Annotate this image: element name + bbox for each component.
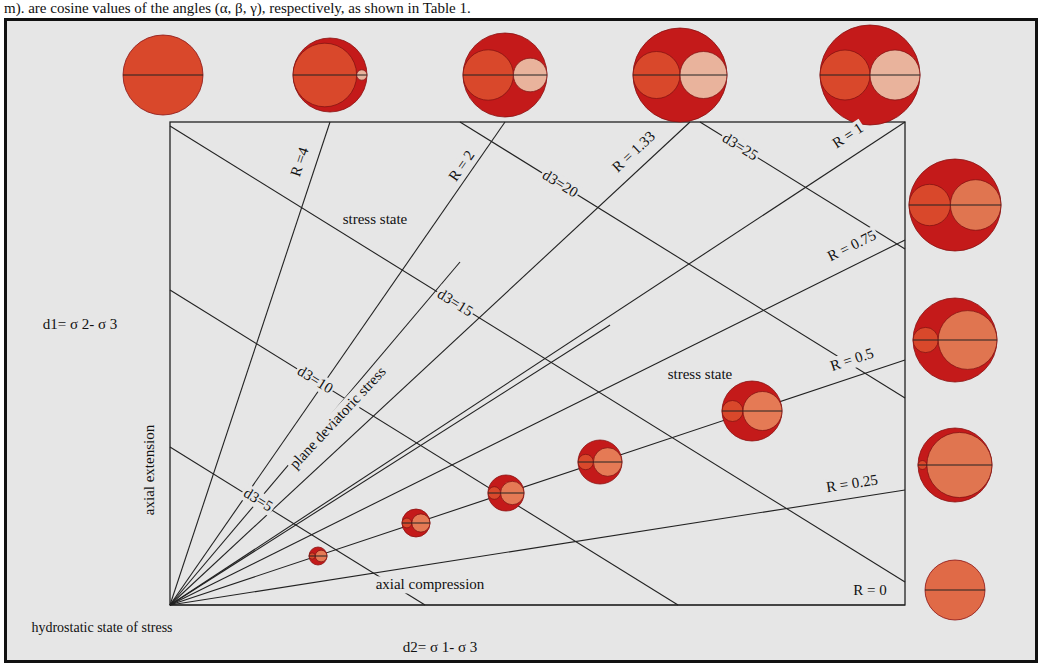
stress-ratio-line xyxy=(170,122,905,605)
axis-label: d1= σ 2- σ 3 xyxy=(41,316,120,333)
region-label: stress state xyxy=(666,366,735,383)
stress-ratio-line xyxy=(170,122,505,605)
stress-ratio-line xyxy=(170,240,905,605)
caption-fragment: m). are cosine values of the angles (α, … xyxy=(2,0,473,17)
stress-ratio-line xyxy=(170,490,905,605)
deviatoric-iso-line xyxy=(170,290,678,605)
mohr-circle xyxy=(722,381,782,441)
stress-ratio-line xyxy=(170,262,460,605)
mohr-circle xyxy=(918,428,992,502)
ratio-label: R = 0 xyxy=(851,582,888,599)
mohr-circle xyxy=(293,38,367,112)
axis-label: d2= σ 1- σ 3 xyxy=(401,639,480,656)
deviatoric-iso-line xyxy=(460,122,905,398)
mohr-circle xyxy=(633,28,727,122)
mohr-circle xyxy=(463,33,547,117)
mohr-circle xyxy=(820,25,920,125)
stress-space-box xyxy=(170,122,905,605)
mohr-circle xyxy=(309,547,327,565)
mohr-circle xyxy=(909,159,1001,251)
mohr-circle xyxy=(488,475,524,511)
axis-label: axial extension xyxy=(141,423,158,517)
mohr-circle xyxy=(123,35,203,115)
stress-ratio-line xyxy=(170,122,690,605)
stress-ratio-line xyxy=(170,604,905,605)
stress-ratio-line xyxy=(170,360,905,605)
stress-ratio-line xyxy=(170,325,610,605)
mohr-circle xyxy=(578,440,622,484)
mohr-circle xyxy=(925,560,985,620)
origin-label: hydrostatic state of stress xyxy=(25,620,179,636)
axis-label: axial compression xyxy=(374,576,487,593)
mohr-circle xyxy=(402,509,430,537)
deviatoric-iso-line xyxy=(170,126,905,582)
mohr-circle xyxy=(913,298,997,382)
region-label: stress state xyxy=(341,211,410,228)
